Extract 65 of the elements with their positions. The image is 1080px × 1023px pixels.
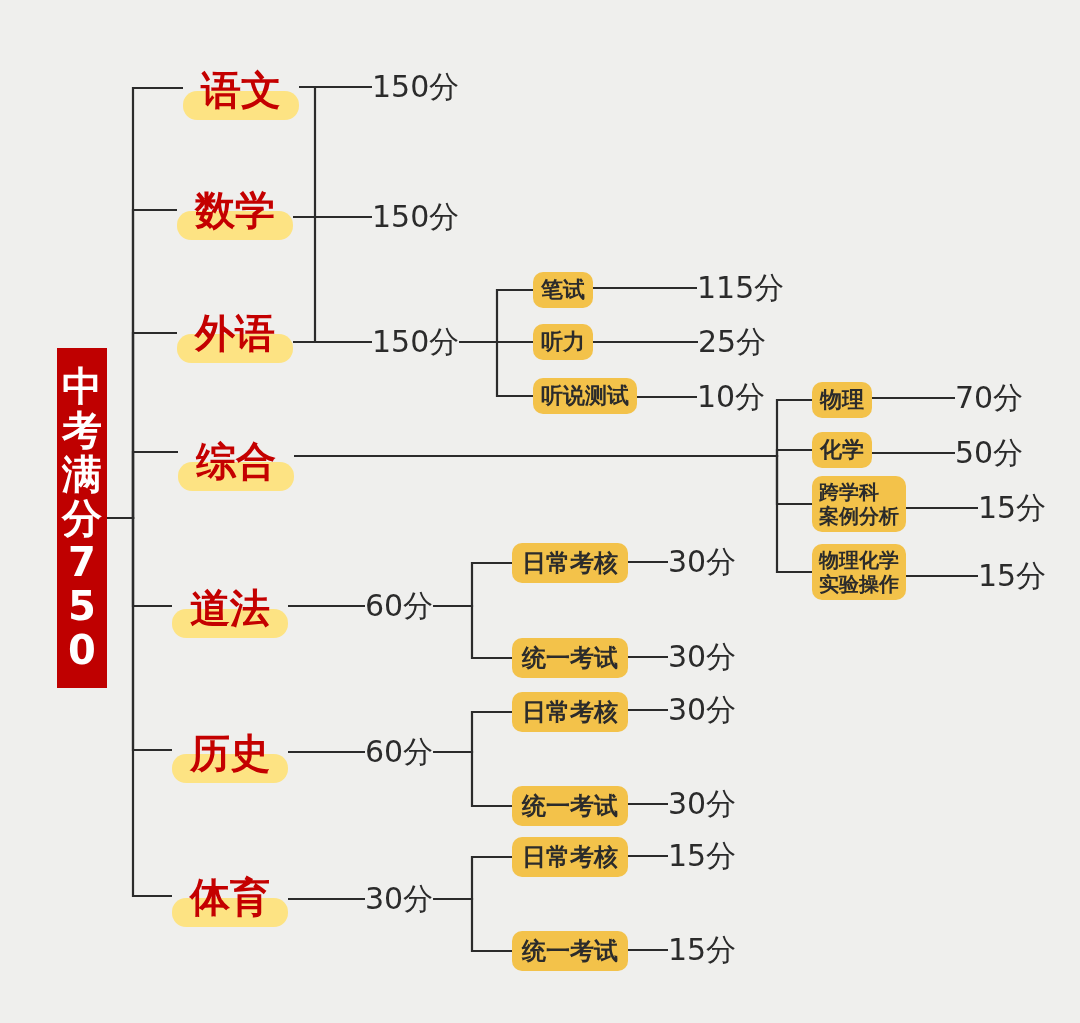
category-tag: 统一考试	[512, 931, 628, 971]
connector-line	[872, 451, 955, 455]
connector-line	[872, 396, 955, 400]
score-text: 25分	[698, 324, 767, 360]
score-text: 70分	[955, 380, 1024, 416]
score-text: 30分	[668, 786, 737, 822]
connector-line	[433, 897, 512, 953]
connector-line	[288, 750, 365, 754]
category-tag: 日常考核	[512, 837, 628, 877]
highlighted-subject: 语文	[183, 66, 299, 120]
score-text: 15分	[978, 490, 1047, 526]
score-text: 15分	[978, 558, 1047, 594]
category-tag: 跨学科案例分析	[812, 476, 906, 532]
category-tag: 化学	[812, 432, 872, 468]
highlighted-subject: 外语	[177, 309, 293, 363]
score-text: 30分	[668, 544, 737, 580]
score-text: 30分	[365, 881, 434, 917]
connector-line	[107, 516, 172, 898]
connector-line	[593, 286, 697, 290]
connector-line	[628, 708, 668, 712]
connector-line	[433, 604, 512, 660]
score-text: 150分	[372, 324, 460, 360]
highlighted-subject: 历史	[172, 729, 288, 783]
connector-line	[459, 340, 533, 398]
score-text: 30分	[668, 639, 737, 675]
connector-line	[294, 454, 812, 574]
connector-line	[628, 802, 668, 806]
connector-line	[628, 854, 668, 858]
score-text: 150分	[372, 69, 460, 105]
highlighted-subject: 道法	[172, 584, 288, 638]
category-tag: 物理化学实验操作	[812, 544, 906, 600]
score-text: 15分	[668, 932, 737, 968]
connector-line	[628, 560, 668, 564]
connector-line	[433, 750, 512, 808]
category-tag: 物理	[812, 382, 872, 418]
connector-line	[299, 85, 372, 89]
connector-line	[637, 395, 697, 399]
connector-line	[593, 340, 698, 344]
score-text: 30分	[668, 692, 737, 728]
score-text: 60分	[365, 734, 434, 770]
score-text: 60分	[365, 588, 434, 624]
category-tag: 日常考核	[512, 543, 628, 583]
connector-line	[628, 948, 668, 952]
highlighted-subject: 数学	[177, 186, 293, 240]
category-tag: 日常考核	[512, 692, 628, 732]
highlighted-subject: 体育	[172, 873, 288, 927]
connector-line	[293, 340, 372, 344]
score-text: 50分	[955, 435, 1024, 471]
highlighted-subject: 综合	[178, 437, 294, 491]
connector-line	[288, 604, 365, 608]
category-tag: 统一考试	[512, 786, 628, 826]
score-text: 15分	[668, 838, 737, 874]
connector-line	[288, 897, 365, 901]
category-tag: 听说测试	[533, 378, 637, 414]
category-tag: 听力	[533, 324, 593, 360]
category-tag: 统一考试	[512, 638, 628, 678]
connector-line	[906, 574, 978, 578]
category-tag: 笔试	[533, 272, 593, 308]
connector-line	[293, 215, 372, 219]
connector-line	[906, 506, 978, 510]
title-banner: 中考满分750	[57, 348, 107, 688]
score-text: 10分	[697, 379, 766, 415]
score-text: 115分	[697, 270, 785, 306]
connector-line	[628, 655, 668, 659]
score-text: 150分	[372, 199, 460, 235]
